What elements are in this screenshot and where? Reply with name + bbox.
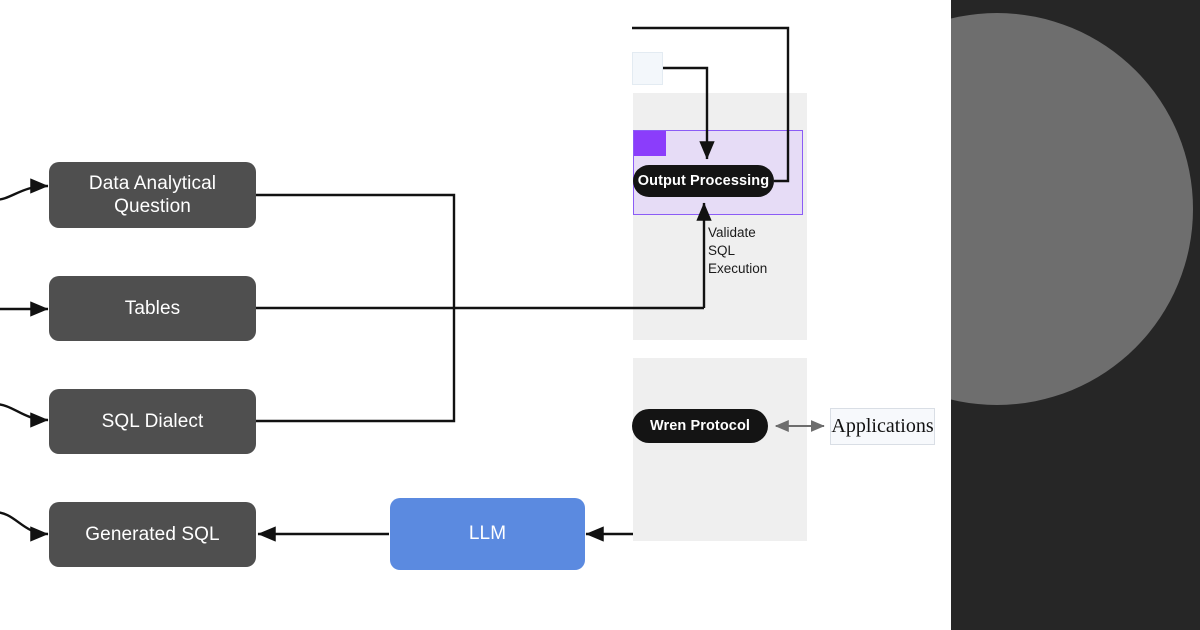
purple-color-swatch <box>634 131 666 156</box>
wire-in-dialect <box>0 403 49 428</box>
pill-label: Wren Protocol <box>649 418 751 434</box>
node-llm[interactable]: LLM <box>390 498 585 570</box>
node-label: Tables <box>124 297 181 319</box>
node-label: LLM <box>468 523 507 545</box>
decorative-circle <box>951 13 1193 405</box>
wire-question-to-trunk <box>256 193 456 308</box>
pill-output-processing[interactable]: Output Processing <box>633 165 774 197</box>
wire-in-generated-sql <box>0 511 49 542</box>
node-generated-sql[interactable]: Generated SQL <box>49 502 256 567</box>
pill-wren-protocol[interactable]: Wren Protocol <box>632 409 768 443</box>
upstream-source-box <box>632 52 663 85</box>
dark-side-panel <box>951 0 1200 630</box>
applications-label: Applications <box>831 415 934 437</box>
pill-label: Output Processing <box>637 173 770 189</box>
node-tables[interactable]: Tables <box>49 276 256 341</box>
node-data-analytical-question[interactable]: Data Analytical Question <box>49 162 256 228</box>
wire-in-question <box>0 178 49 201</box>
wire-dialect-to-trunk <box>256 308 456 423</box>
node-label: Generated SQL <box>85 523 220 545</box>
applications-box[interactable]: Applications <box>830 408 935 445</box>
protocol-region-panel <box>633 358 807 541</box>
edge-label-validate-sql-execution: Validate SQL Execution <box>708 225 768 276</box>
node-sql-dialect[interactable]: SQL Dialect <box>49 389 256 454</box>
node-label: Data Analytical Question <box>88 172 217 217</box>
node-label: SQL Dialect <box>101 410 204 432</box>
